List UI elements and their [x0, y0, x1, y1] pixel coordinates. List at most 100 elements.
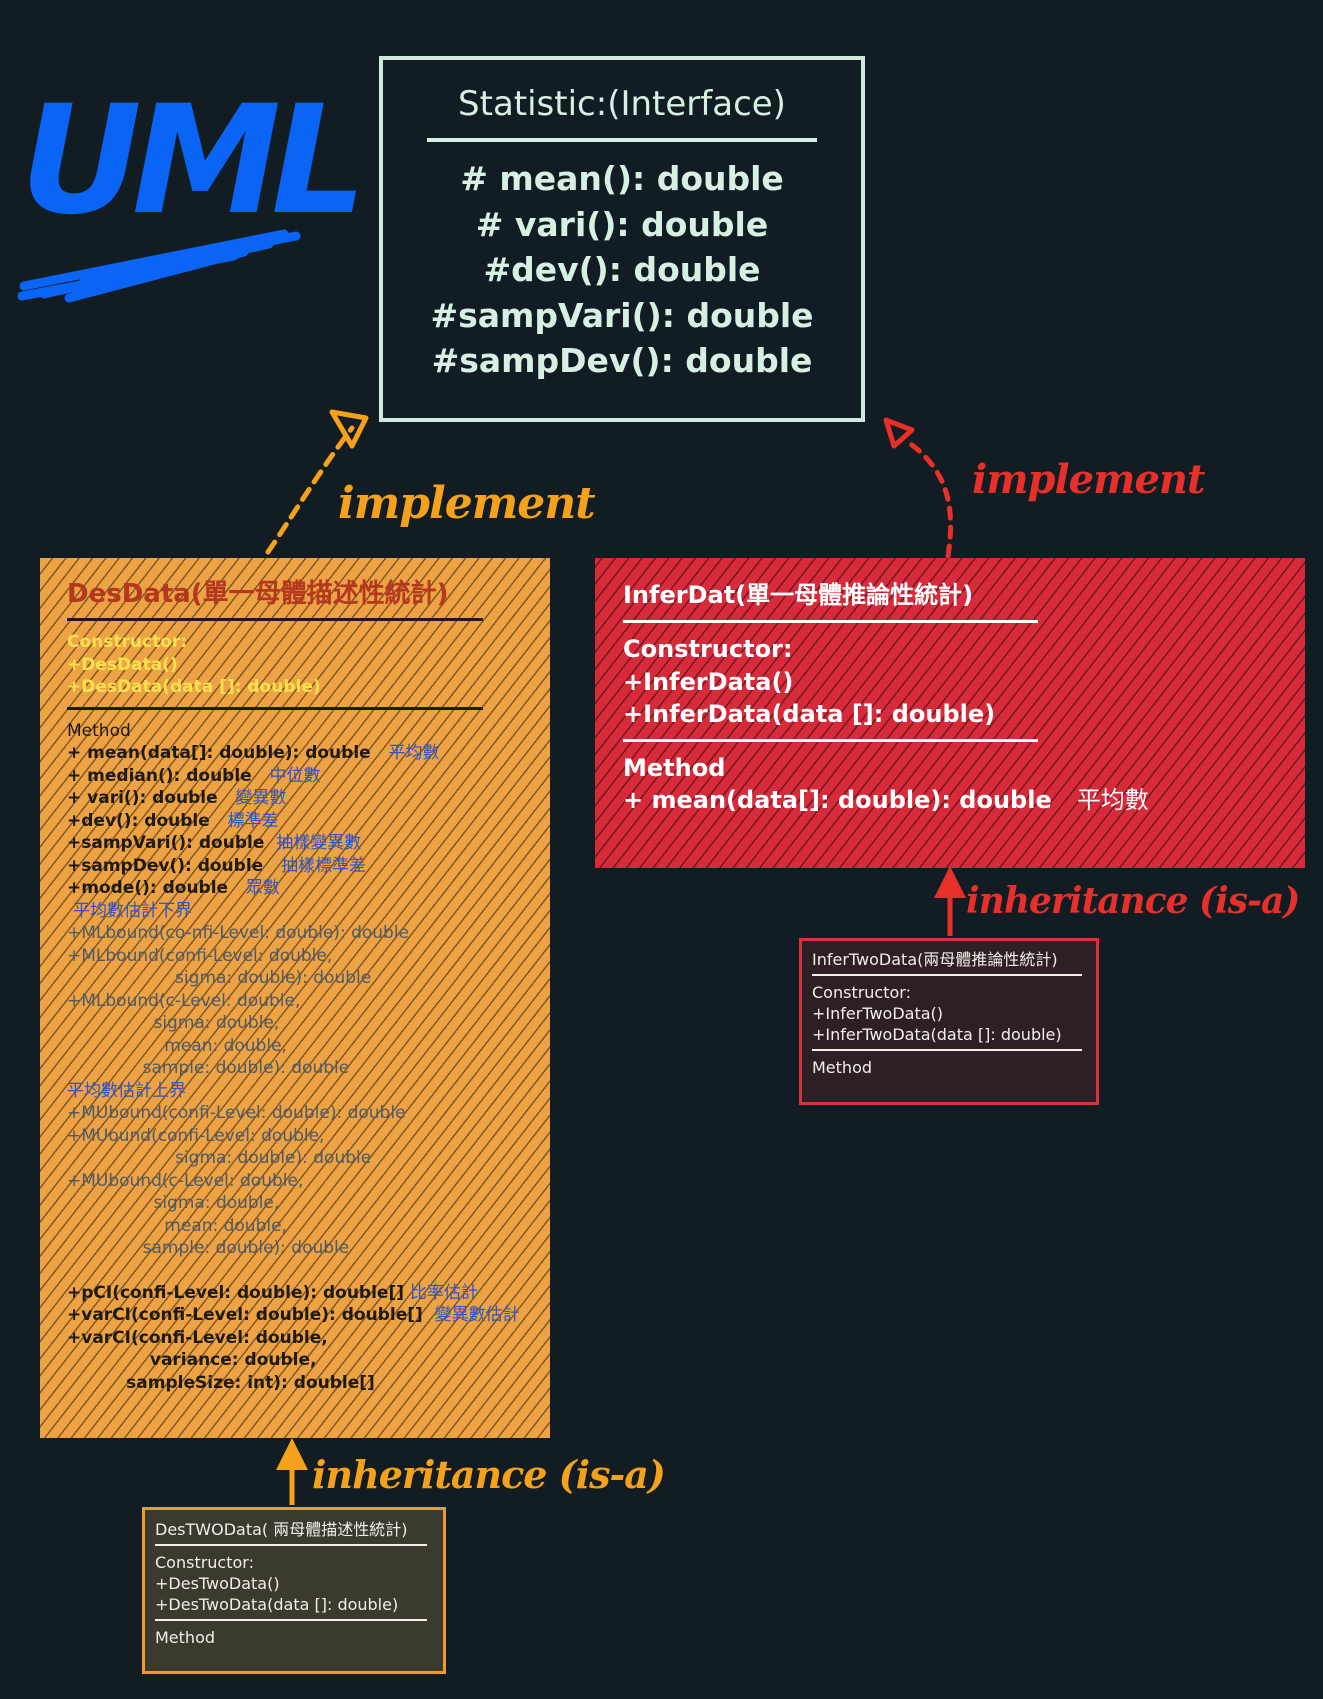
- method-signature: +sampVari(): double: [67, 833, 265, 853]
- method-signature: + mean(data[]: double): double: [67, 743, 371, 763]
- inferdat-method: + mean(data[]: double): double 平均數: [623, 784, 1305, 817]
- desdata-lower-method: sigma: double): double: [67, 968, 372, 988]
- desdata-upper-method: sample: double): double: [67, 1238, 350, 1258]
- infertwodata-title: InferTwoData(兩母體推論性統計): [812, 950, 1058, 969]
- inferdat-method-label: Method: [623, 753, 726, 782]
- desdata-lower-label: 平均數估計下界: [73, 900, 192, 921]
- desdata-constructor: +DesData(): [67, 654, 178, 675]
- inheritance-right-arrowhead: [934, 866, 966, 898]
- desdata-method: + median(): double 中位數: [67, 765, 550, 788]
- inferdat-title: InferDat(單一母體推論性統計): [623, 581, 974, 609]
- implement-left-line: [265, 425, 355, 555]
- desdata-lower-method: sigma: double,: [67, 1013, 280, 1033]
- desdata-method-label: Method: [67, 720, 131, 741]
- statistic-method: # mean(): double: [460, 159, 784, 198]
- desdata-upper-method: +MUbound(confi-Level: double): double: [67, 1103, 406, 1123]
- desdata-upper-method: sigma: double): double: [67, 1148, 372, 1168]
- implement-left-label: implement: [338, 478, 596, 529]
- desdata-method: +sampVari(): double 抽樣變異數: [67, 832, 550, 855]
- statistic-method: #sampVari(): double: [430, 295, 814, 335]
- desdata-upper-label: 平均數估計上界: [67, 1080, 186, 1101]
- desdata-spacer: [67, 1260, 550, 1282]
- destwodata-constructor: +DesTwoData(data []: double): [155, 1595, 399, 1614]
- destwodata-divider: [155, 1544, 427, 1546]
- inferdat-divider: [623, 620, 1038, 623]
- desdata-upper-method: +MUound(confi-Level: double,: [67, 1125, 325, 1146]
- desdata-method: +dev(): double 標準差: [67, 810, 550, 833]
- desdata-lower-method: sample: double): double: [67, 1058, 350, 1078]
- inheritance-right-label: inheritance (is-a): [966, 880, 1300, 922]
- inferdat-constructor: +InferData(): [623, 667, 794, 696]
- desdata-lower-method: +MLbound(c-Level: double,: [67, 990, 301, 1011]
- method-note: 抽樣標準差: [280, 855, 366, 876]
- destwodata-title: DesTWOData( 兩母體描述性統計): [155, 1520, 408, 1539]
- inferdat-divider: [623, 738, 1038, 742]
- desdata-divider: [67, 618, 483, 621]
- desdata-ci-method: sampleSize: int): double[]: [67, 1372, 375, 1393]
- desdata-lower-method: +MLbound(co-nfi-Level: double): double: [67, 923, 410, 943]
- desdata-constructor: +DesData(data []: double): [67, 677, 321, 697]
- infertwodata-constructor-label: Constructor:: [812, 983, 911, 1002]
- infertwodata-constructor: +InferTwoData(data []: double): [812, 1025, 1062, 1044]
- desdata-method: + mean(data[]: double): double 平均數: [67, 742, 550, 765]
- implement-right-arrowhead: [883, 417, 915, 449]
- infertwodata-constructor: +InferTwoData(): [812, 1004, 944, 1023]
- inferdat-constructor: +InferData(data []: double): [623, 700, 996, 728]
- inferdat-constructor-label: Constructor:: [623, 635, 793, 663]
- desdata-upper-method: +MUbound(c-Level: double,: [67, 1170, 304, 1191]
- method-note: 比率估計: [409, 1282, 478, 1303]
- desdata-method: + vari(): double 變異數: [67, 787, 550, 810]
- statistic-method: #sampDev(): double: [431, 341, 813, 380]
- inheritance-left-arrowhead: [276, 1438, 308, 1470]
- destwodata-class-box: DesTWOData( 兩母體描述性統計) Constructor: +DesT…: [142, 1507, 446, 1674]
- desdata-ci-method: +varCI(confi-Level: double,: [67, 1327, 328, 1348]
- method-signature: +dev(): double: [67, 810, 210, 831]
- infertwodata-divider: [812, 974, 1082, 976]
- infertwodata-divider: [812, 1049, 1082, 1051]
- method-note: 抽樣變異數: [276, 833, 362, 853]
- desdata-ci-method: +varCI(confi-Level: double): double[] 變異…: [67, 1304, 550, 1327]
- desdata-title: DesData(單一母體描述性統計): [67, 579, 449, 609]
- desdata-lower-method: mean: double,: [67, 1035, 287, 1056]
- method-note: 眾數: [245, 878, 280, 898]
- desdata-class-box: DesData(單一母體描述性統計) Constructor: +DesData…: [40, 558, 550, 1438]
- uml-underline-scribble: [17, 229, 301, 303]
- method-note: 平均數: [388, 743, 440, 763]
- method-note: 中位數: [269, 765, 321, 786]
- method-signature: + vari(): double: [67, 788, 218, 808]
- destwodata-divider: [155, 1619, 427, 1621]
- desdata-constructor-label: Constructor:: [67, 632, 188, 652]
- method-note: 變異數: [235, 788, 287, 808]
- uml-logo: UML: [14, 76, 367, 316]
- statistic-method: # vari(): double: [475, 204, 769, 244]
- statistic-divider: [427, 138, 817, 142]
- infertwodata-method-label: Method: [812, 1058, 873, 1077]
- implement-left-arrowhead: [329, 409, 369, 449]
- desdata-ci-method: variance: double,: [67, 1350, 317, 1370]
- desdata-upper-method: sigma: double,: [67, 1193, 280, 1213]
- desdata-method: +sampDev(): double 抽樣標準差: [67, 855, 550, 878]
- implement-right-label: implement: [972, 456, 1205, 503]
- method-signature: + mean(data[]: double): double: [623, 786, 1052, 814]
- method-signature: +varCI(confi-Level: double): double[]: [67, 1305, 423, 1325]
- method-note: 平均數: [1076, 786, 1149, 814]
- method-note: 變異數估計: [434, 1305, 520, 1325]
- destwodata-constructor-label: Constructor:: [155, 1553, 254, 1572]
- statistic-title: Statistic:(Interface): [458, 84, 786, 124]
- implement-right-line: [902, 437, 954, 559]
- method-signature: + median(): double: [67, 765, 252, 786]
- method-note: 標準差: [227, 810, 279, 831]
- desdata-divider: [67, 706, 483, 710]
- inheritance-left-label: inheritance (is-a): [312, 1452, 666, 1497]
- desdata-upper-method: mean: double,: [67, 1215, 287, 1236]
- destwodata-method-label: Method: [155, 1628, 216, 1647]
- statistic-method: #dev(): double: [483, 250, 761, 289]
- method-signature: +sampDev(): double: [67, 855, 264, 876]
- infertwodata-class-box: InferTwoData(兩母體推論性統計) Constructor: +Inf…: [799, 938, 1099, 1105]
- desdata-lower-method: +MLbound(confi-Level: double,: [67, 945, 333, 966]
- destwodata-constructor: +DesTwoData(): [155, 1574, 280, 1593]
- desdata-method: +mode(): double 眾數: [67, 877, 550, 900]
- desdata-ci-method: +pCI(confi-Level: double): double[] 比率估計: [67, 1282, 550, 1305]
- uml-logo-text: UML: [20, 74, 367, 248]
